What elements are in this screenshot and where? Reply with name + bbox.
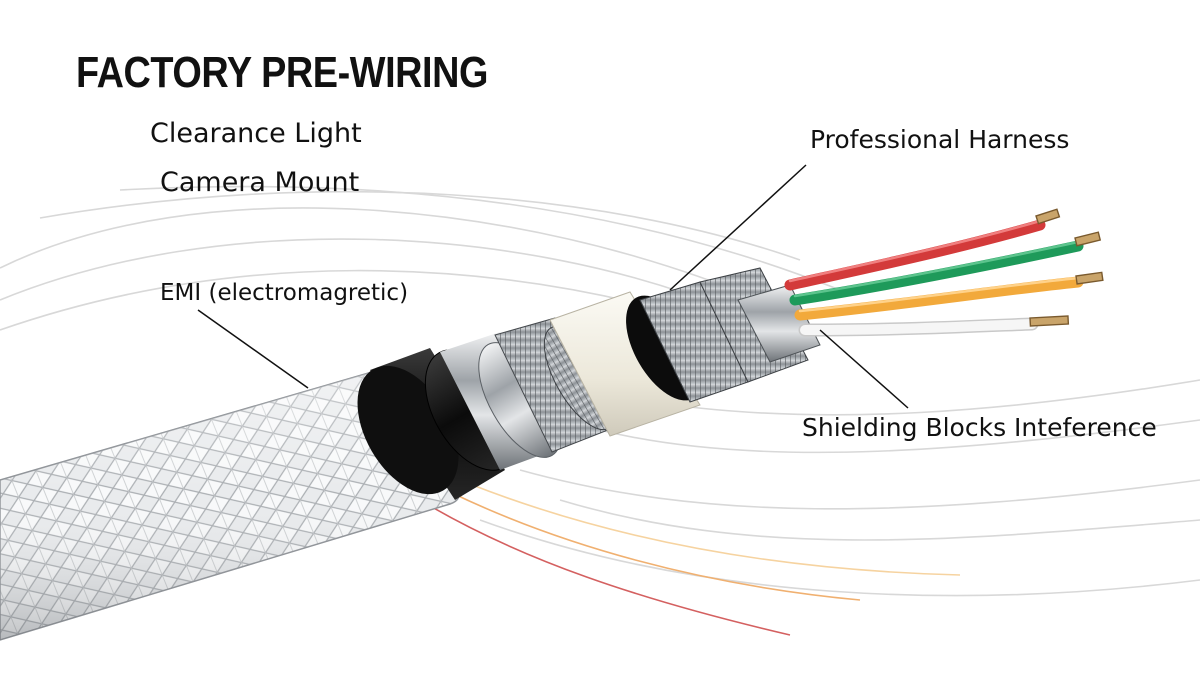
wire-tips [1029, 208, 1104, 327]
feature-camera-mount: Camera Mount [160, 167, 360, 198]
leader-lines [197, 164, 909, 409]
wire-red [784, 219, 1046, 291]
wire-yellow [794, 276, 1084, 321]
leader-emi [197, 309, 309, 389]
leader-harness [669, 164, 807, 291]
callout-shielding: Shielding Blocks Inteference [802, 413, 1157, 442]
page-title: FACTORY PRE-WIRING [76, 48, 489, 97]
signal-lines [419, 483, 961, 636]
field-lines [0, 185, 1200, 597]
colored-wires [784, 219, 1084, 337]
wire-green [789, 240, 1084, 306]
callout-harness: Professional Harness [810, 125, 1070, 154]
feature-clearance-light: Clearance Light [150, 118, 362, 149]
callout-emi: EMI (electromagretic) [160, 280, 409, 306]
leader-shielding [819, 329, 909, 409]
